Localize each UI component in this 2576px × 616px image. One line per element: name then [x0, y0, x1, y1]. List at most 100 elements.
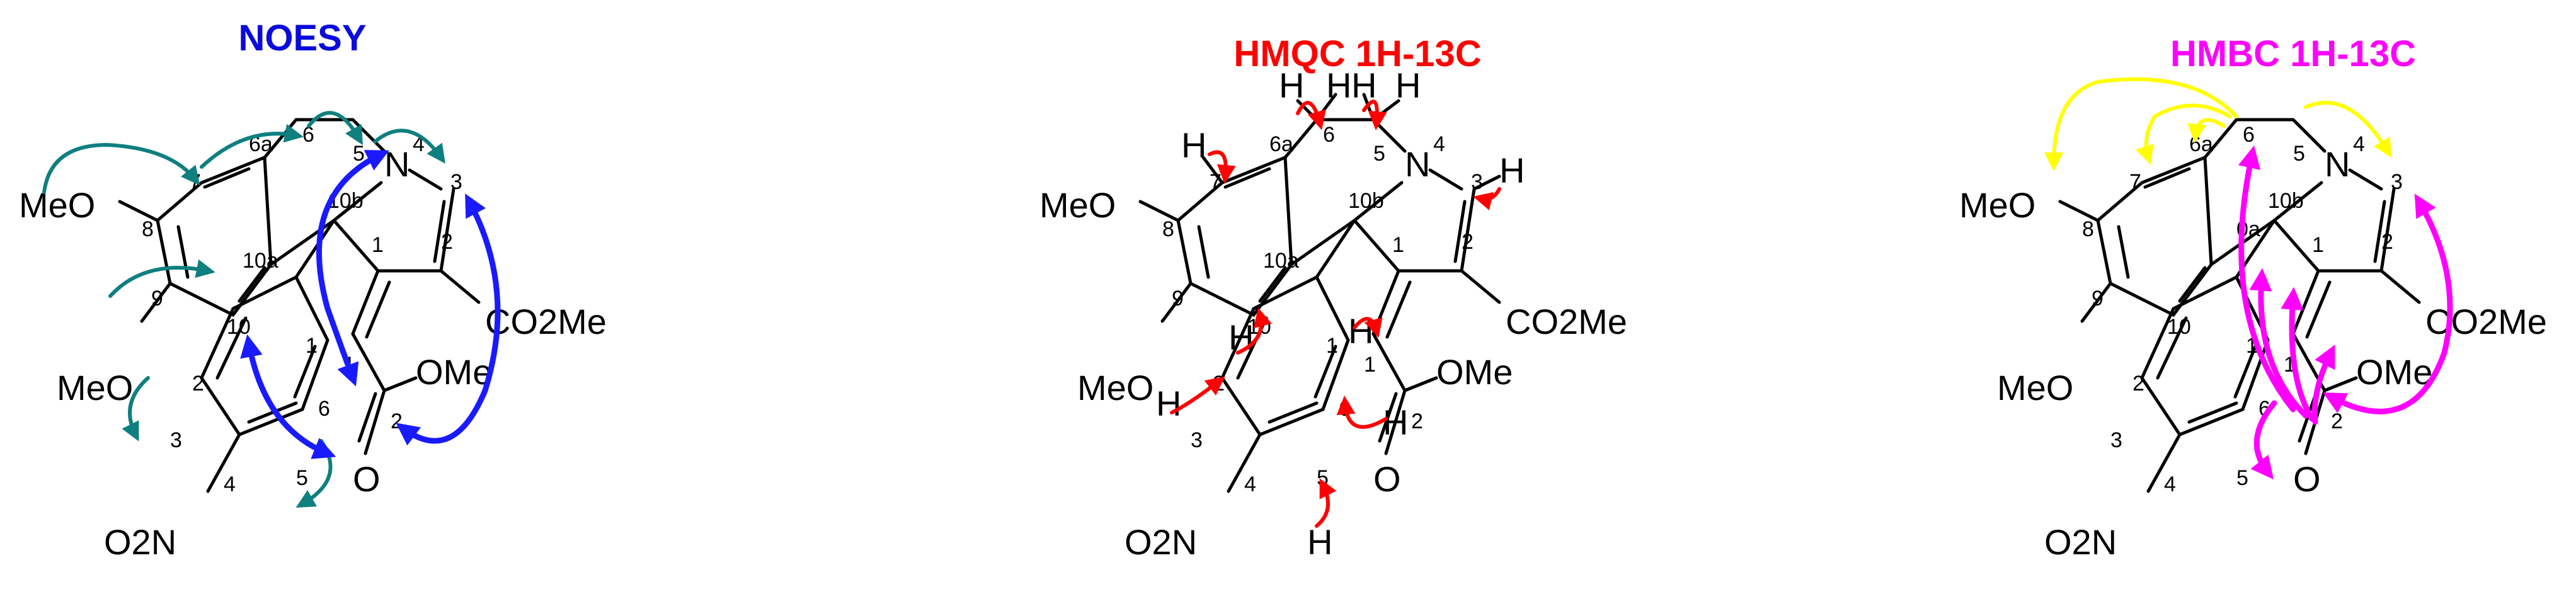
noesy-num-p1: 1: [306, 334, 318, 358]
hmqc-h-atom: H: [1348, 311, 1373, 351]
hmqc-carbonyl-o: O: [1373, 459, 1401, 499]
hmbc-meo-bottom: MeO: [1997, 368, 2073, 408]
hmbc-num-4: 4: [2353, 132, 2365, 156]
hmbc-num-1: 1: [2312, 233, 2324, 257]
hmbc-correlation-arrow: [2250, 400, 2277, 480]
noesy-ester-right: CO2Me: [485, 302, 607, 341]
noesy-num-9: 9: [151, 287, 163, 311]
hmbc-no2: O2N: [2044, 522, 2117, 562]
noesy-num-8: 8: [142, 217, 154, 241]
hmqc-h-atom: H: [1351, 66, 1377, 105]
hmbc-num-8: 8: [2082, 217, 2094, 241]
hmbc-meo-top: MeO: [1959, 185, 2035, 225]
hmbc-num-2: 2: [2381, 230, 2393, 254]
hmqc-correlation-arrow: [1336, 396, 1388, 429]
hmqc-num-4: 4: [1433, 132, 1445, 156]
hmbc-num-p2: 2: [2132, 372, 2144, 396]
hmqc-num-5: 5: [1373, 142, 1385, 166]
hmbc-num-10b: 10b: [2268, 189, 2304, 213]
hmbc-title: HMBC 1H-13C: [2170, 33, 2416, 74]
hmbc-num-6a: 6a: [2189, 132, 2213, 156]
hmbc-correlation-arrow: [2238, 145, 2296, 413]
hmqc-correlation-arrow: [1473, 187, 1501, 210]
hmbc-num-9: 9: [2092, 287, 2104, 311]
hmqc-no2: O2N: [1125, 522, 1197, 562]
hmbc-correlation-arrow: [2187, 118, 2226, 143]
hmqc-num-1: 1: [1392, 233, 1404, 257]
hmqc-num-2: 2: [1462, 230, 1474, 254]
hmqc-h-atom: H: [1279, 66, 1304, 105]
noesy-num-p3: 3: [170, 428, 182, 452]
hmqc-num-p3: 3: [1191, 428, 1203, 452]
hmqc-h-atom: H: [1307, 522, 1332, 562]
hmbc-num-v2: 2: [2331, 409, 2343, 433]
noesy-num-p2: 2: [192, 372, 204, 396]
noesy-correlation-arrow: [316, 150, 389, 387]
hmbc-num-7: 7: [2129, 170, 2141, 194]
hmqc-num-7: 7: [1210, 170, 1222, 194]
hmqc-h-atom: H: [1181, 125, 1206, 165]
hmbc-carbonyl-o: O: [2293, 459, 2321, 499]
hmbc-num-p3: 3: [2110, 428, 2122, 452]
noesy-correlation-arrow: [240, 334, 336, 459]
hmqc-h-atom: H: [1499, 151, 1525, 190]
hmbc-num-6: 6: [2243, 123, 2255, 147]
hmqc-num-v1: 1: [1364, 353, 1376, 377]
hmbc-ester-right: CO2Me: [2425, 302, 2547, 341]
hmbc-num-p4: 4: [2164, 472, 2176, 496]
noesy-num-10: 10: [227, 315, 251, 339]
hmqc-panel: HMQC 1H-13C MeO MeO N O2N CO2Me OMe O H …: [1039, 33, 1627, 562]
hmbc-structure: MeO MeO N O2N CO2Me OMe O 8 7 6a 6 5 4 3…: [1959, 77, 2547, 562]
noesy-n-atom: N: [384, 144, 409, 184]
hmqc-correlation-arrow: [1236, 307, 1272, 355]
noesy-meo-bottom: MeO: [57, 368, 133, 408]
hmqc-num-10b: 10b: [1348, 189, 1384, 213]
hmqc-structure: MeO MeO N O2N CO2Me OMe O H H H H H H H …: [1039, 66, 1627, 562]
noesy-correlation-arrow: [396, 193, 501, 446]
hmqc-h-atom: H: [1383, 402, 1408, 442]
hmqc-correlation-arrow: [1208, 150, 1236, 184]
hmqc-h-atom: H: [1156, 384, 1181, 423]
hmqc-ester-right: CO2Me: [1506, 302, 1627, 341]
hmqc-correlation-arrow: [1353, 317, 1383, 338]
hmbc-ester-bottom: OMe: [2356, 352, 2432, 392]
hmqc-correlation-arrow: [1170, 376, 1225, 414]
noesy-meo-top: MeO: [19, 185, 95, 225]
noesy-ester-bottom: OMe: [416, 352, 492, 392]
noesy-correlation-arrow: [108, 259, 215, 298]
noesy-num-6: 6: [302, 123, 314, 147]
hmbc-correlation-arrow: [2044, 77, 2238, 171]
hmbc-correlation-arrow: [2136, 103, 2232, 165]
hmbc-panel: HMBC 1H-13C MeO MeO N O2N CO2Me OMe O 8 …: [1959, 33, 2547, 562]
noesy-correlation-arrow: [122, 376, 150, 442]
hmqc-meo-bottom: MeO: [1077, 368, 1153, 408]
hmqc-num-9: 9: [1172, 287, 1184, 311]
hmqc-num-p1: 1: [1326, 334, 1338, 358]
noesy-num-3: 3: [450, 170, 462, 194]
noesy-num-10a: 10a: [243, 249, 278, 273]
hmbc-num-10: 10: [2167, 315, 2191, 339]
hmqc-n-atom: N: [1405, 144, 1430, 184]
noesy-num-p5: 5: [296, 466, 308, 490]
hmqc-num-10a: 10a: [1263, 249, 1299, 273]
hmbc-num-3: 3: [2391, 170, 2403, 194]
hmqc-num-6a: 6a: [1269, 132, 1293, 156]
noesy-correlation-arrow: [200, 123, 304, 169]
hmbc-correlation-arrow: [2323, 193, 2453, 414]
hmbc-correlation-arrow: [2281, 287, 2315, 422]
noesy-num-2: 2: [441, 230, 453, 254]
hmqc-num-p4: 4: [1244, 472, 1256, 496]
hmqc-num-3: 3: [1471, 170, 1483, 194]
noesy-num-p6: 6: [318, 397, 330, 421]
hmbc-n-atom: N: [2325, 144, 2350, 184]
noesy-num-v2: 2: [391, 409, 403, 433]
hmqc-correlations: [1170, 100, 1501, 528]
hmqc-correlation-arrow: [1296, 101, 1326, 130]
hmqc-title: HMQC 1H-13C: [1234, 33, 1481, 74]
noesy-carbonyl-o: O: [353, 459, 381, 499]
hmqc-num-6: 6: [1323, 123, 1335, 147]
noesy-panel: NOESY MeO MeO N O2N CO2Me OMe O 8 7 6a 6…: [19, 18, 607, 562]
hmqc-h-atom: H: [1395, 66, 1421, 105]
noesy-num-1: 1: [372, 233, 384, 257]
